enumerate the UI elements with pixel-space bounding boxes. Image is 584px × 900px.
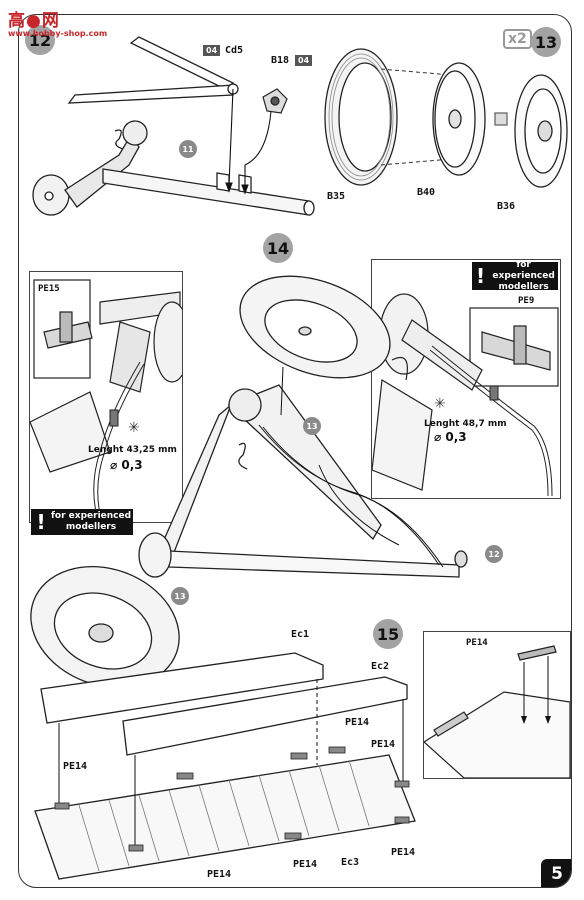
label-pe14: PE14 bbox=[371, 739, 396, 750]
label-b40: B40 bbox=[417, 187, 436, 198]
label-pe14: PE14 bbox=[391, 847, 416, 858]
watermark-logo: 高●网 www.hobby-shop.com bbox=[8, 6, 107, 38]
label-b18: B18 bbox=[271, 55, 290, 66]
label-ec3: Ec3 bbox=[341, 857, 360, 868]
watermark-text: 高●网 bbox=[8, 11, 60, 31]
step-15-detail-inset: PE14 bbox=[423, 631, 571, 779]
label-pe14: PE14 bbox=[63, 761, 88, 772]
label-b36: B36 bbox=[497, 201, 516, 212]
notice-line2: modellers bbox=[498, 281, 549, 292]
step-14-main-drawing bbox=[138, 275, 468, 578]
cut-wire-icon: ✳ bbox=[128, 420, 140, 436]
step-14-badge: 14 bbox=[263, 233, 293, 263]
label-cd5: Cd5 bbox=[225, 45, 244, 56]
right-wire-diameter: ⌀ 0,3 bbox=[434, 430, 467, 444]
step-12-illustration bbox=[32, 36, 315, 216]
b18-quantity-tag: 04 bbox=[295, 55, 313, 66]
label-pe14: PE14 bbox=[207, 869, 232, 880]
step-14-lower-wheel bbox=[30, 565, 180, 689]
left-wire-length: Lenght 43,25 mm bbox=[88, 445, 177, 455]
label-ec1: Ec1 bbox=[291, 629, 310, 640]
ref-part-11: 11 bbox=[179, 140, 197, 158]
step-15-inset-drawing bbox=[424, 645, 570, 778]
right-wire-length: Lenght 48,7 mm bbox=[424, 419, 507, 429]
cd5-quantity-tag: 04 bbox=[203, 45, 221, 56]
step-13-wheel-assembly bbox=[324, 48, 568, 188]
left-inset-drawing bbox=[30, 279, 182, 515]
step-14-left-detail-inset: PE15 ✳ Lenght 43,25 mm ⌀ 0,3 bbox=[29, 271, 183, 523]
left-wire-diameter: ⌀ 0,3 bbox=[110, 458, 143, 472]
step-15-badge: 15 bbox=[373, 619, 403, 649]
ref-part-12: 12 bbox=[485, 545, 503, 563]
right-inset-drawing bbox=[372, 293, 559, 497]
notice-line1: for experienced bbox=[492, 259, 555, 281]
ref-part-13-lower: 13 bbox=[171, 587, 189, 605]
exclamation-icon: ! bbox=[476, 264, 486, 288]
label-pe14: PE14 bbox=[293, 859, 318, 870]
label-pe15: PE15 bbox=[38, 284, 60, 294]
exclamation-icon: ! bbox=[36, 510, 46, 534]
label-ec2: Ec2 bbox=[371, 661, 390, 672]
notice-line1: for experienced bbox=[51, 511, 132, 521]
step-15-main-drawing bbox=[34, 652, 416, 880]
notice-line2: modellers bbox=[65, 522, 117, 532]
instruction-page: 12 bbox=[18, 14, 572, 888]
label-pe14: PE14 bbox=[345, 717, 370, 728]
step-13-badge: 13 bbox=[531, 27, 561, 57]
page-number: 5 bbox=[541, 859, 571, 887]
label-pe9: PE9 bbox=[518, 296, 535, 306]
cut-wire-icon: ✳ bbox=[434, 396, 446, 412]
watermark-url: www.hobby-shop.com bbox=[8, 29, 108, 38]
label-b35: B35 bbox=[327, 191, 346, 202]
step-12-badge: 12 bbox=[25, 25, 55, 55]
step-15-inset-part-label: PE14 bbox=[466, 638, 488, 648]
quantity-multiplier: x2 bbox=[503, 29, 532, 49]
ref-part-13-upper: 13 bbox=[303, 417, 321, 435]
